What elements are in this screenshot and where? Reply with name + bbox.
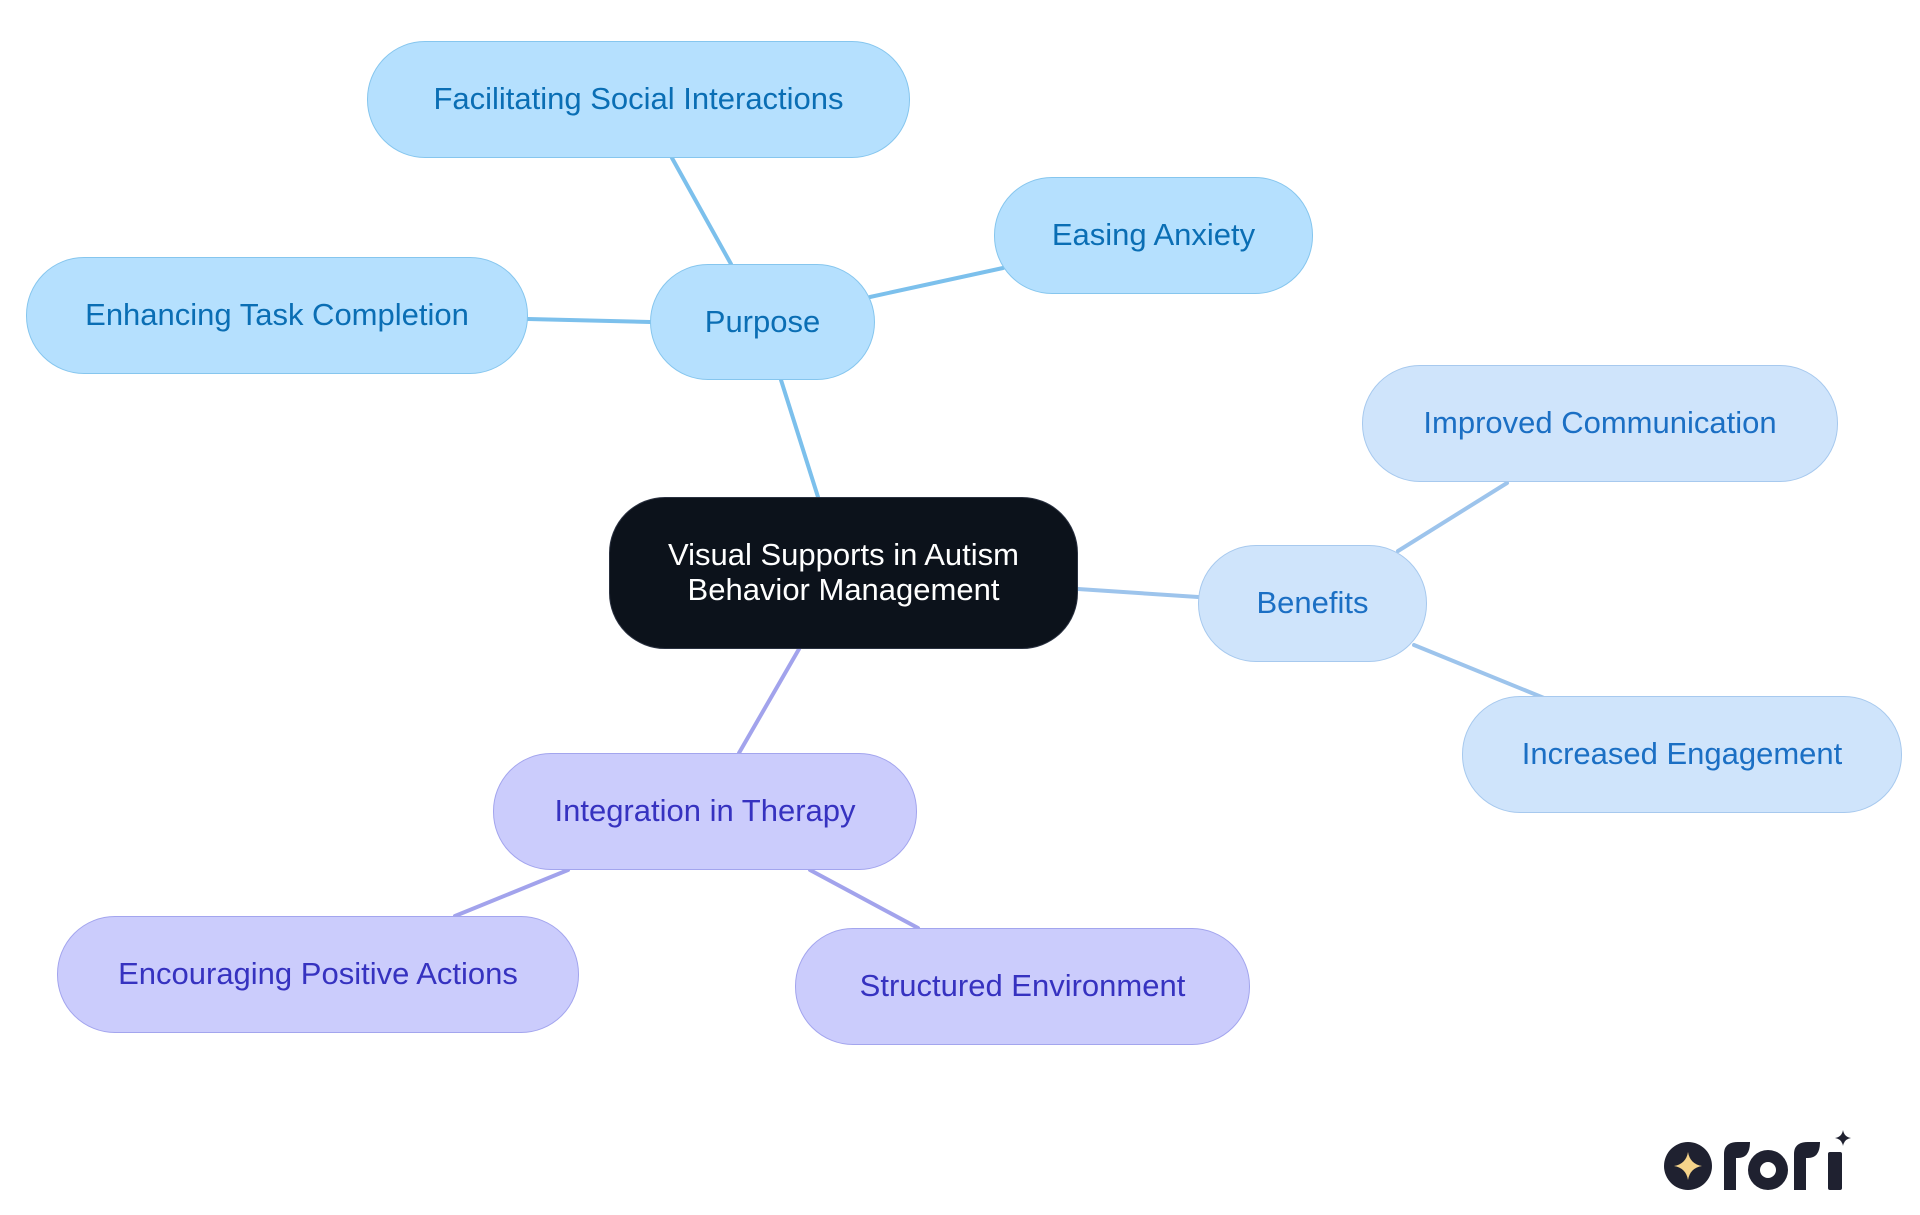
branch-node-purpose: Purpose [650,264,875,380]
branch-node-integration-in-therapy: Integration in Therapy [493,753,917,870]
edge-purpose-facilitating [670,156,733,266]
leaf-node-encouraging-positive-actions: Encouraging Positive Actions [57,916,579,1033]
leaf-label: Increased Engagement [1521,736,1843,772]
logo-wordmark [1724,1130,1851,1190]
edge-benefits-increased [1412,643,1546,700]
branch-node-benefits: Benefits [1198,545,1427,662]
leaf-label: Structured Environment [859,968,1186,1004]
leaf-label: Enhancing Task Completion [85,297,469,333]
leaf-node-structured-environment: Structured Environment [795,928,1250,1045]
leaf-node-facilitating-social-interactions: Facilitating Social Interactions [367,41,910,158]
branch-label-integration-in-therapy: Integration in Therapy [554,793,856,829]
edge-therapy-encouraging [453,868,570,918]
branch-label-benefits: Benefits [1256,585,1369,621]
branch-label-purpose: Purpose [704,303,821,339]
edge-purpose-enhancing [526,317,652,324]
leaf-label: Facilitating Social Interactions [433,81,844,117]
root-node-label: Visual Supports in Autism Behavior Manag… [668,537,1019,607]
leaf-node-enhancing-task-completion: Enhancing Task Completion [26,257,528,374]
edge-root-benefits [1076,587,1200,599]
rori-logo [1664,1130,1851,1190]
leaf-node-improved-communication: Improved Communication [1362,365,1838,482]
leaf-label: Easing Anxiety [1051,217,1256,253]
logo-sparkle-icon [1835,1130,1851,1146]
edge-benefits-improved [1396,481,1509,553]
root-node: Visual Supports in Autism Behavior Manag… [609,497,1078,649]
leaf-label: Improved Communication [1423,405,1777,441]
leaf-node-easing-anxiety: Easing Anxiety [994,177,1313,294]
logo-star-icon [1674,1152,1702,1180]
edge-root-therapy [737,647,801,755]
edge-therapy-structured [808,868,920,930]
edge-root-purpose [779,378,820,499]
leaf-node-increased-engagement: Increased Engagement [1462,696,1902,813]
edge-purpose-easing [868,266,1005,299]
leaf-label: Encouraging Positive Actions [118,956,518,992]
